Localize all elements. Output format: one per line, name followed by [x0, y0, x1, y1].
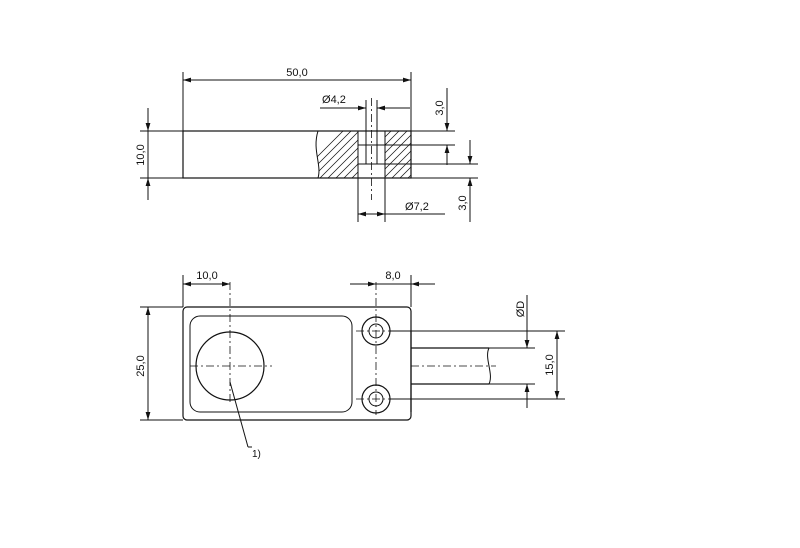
dim-cable-diameter: ØD [489, 295, 535, 408]
diameter-symbol: Ø [322, 94, 331, 106]
dim-hole-large: Ø7,2 [357, 178, 445, 222]
dim-cable-diameter-label: ØD [515, 301, 527, 318]
side-body-outline [182, 130, 412, 179]
dim-front-offset-10-label: 10,0 [196, 270, 217, 282]
dim-height-10-label: 10,0 [135, 144, 147, 165]
dim-width-25: 25,0 [135, 306, 183, 421]
diameter-symbol: Ø [405, 201, 414, 213]
dim-hole-small: Ø4,2 [320, 94, 410, 145]
dim-cable-diameter-value: D [515, 301, 527, 309]
dim-depth-top: 3,0 [385, 88, 455, 165]
dim-front-offset-10: 10,0 [182, 270, 230, 307]
dim-depth-bottom-label: 3,0 [457, 195, 469, 210]
section-hatching [315, 130, 411, 179]
side-view: 50,0 Ø4,2 Ø7,2 [135, 67, 478, 222]
dim-hole-large-label: Ø7,2 [405, 201, 429, 213]
callout-1: 1) [229, 381, 261, 460]
dim-hole-pitch-15: 15,0 [390, 330, 565, 400]
dim-hole-large-value: 7,2 [414, 201, 429, 213]
dim-hole-small-value: 4,2 [331, 94, 346, 106]
counterbore-hole-section [357, 98, 386, 200]
dim-depth-bottom: 3,0 [385, 140, 478, 222]
dim-depth-top-label: 3,0 [434, 100, 446, 115]
dim-width-25-label: 25,0 [135, 355, 147, 376]
dim-length-50: 50,0 [182, 67, 412, 131]
dim-length-50-label: 50,0 [286, 67, 307, 79]
cable [410, 331, 496, 412]
front-recess-outline [189, 315, 353, 413]
front-view: 10,0 8,0 25,0 ØD [135, 270, 565, 460]
dim-hole-spacing-8: 8,0 [350, 270, 435, 307]
diameter-symbol: Ø [515, 308, 527, 317]
dim-hole-spacing-8-label: 8,0 [385, 270, 400, 282]
dim-height-10: 10,0 [135, 108, 183, 200]
dim-hole-small-label: Ø4,2 [322, 94, 346, 106]
dim-hole-pitch-15-label: 15,0 [544, 354, 556, 375]
callout-1-label: 1) [252, 449, 261, 460]
